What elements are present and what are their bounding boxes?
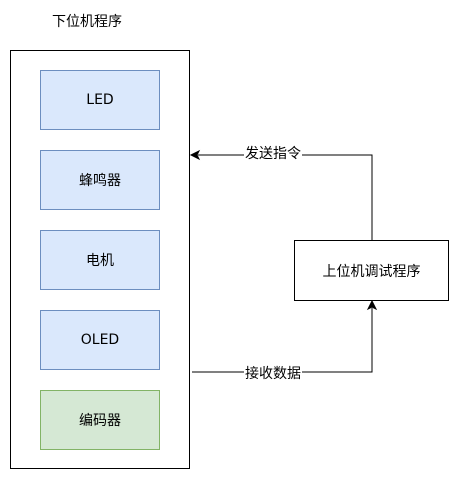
send-command-edge (198, 154, 373, 240)
module-led: LED (40, 70, 160, 130)
receive-data-label: 接收数据 (244, 366, 302, 382)
send-command-arrowhead (189, 149, 201, 161)
receive-data-edge (192, 308, 373, 373)
send-command-label: 发送指令 (244, 146, 302, 162)
diagram-title: 下位机程序 (52, 14, 122, 30)
module-encoder: 编码器 (40, 390, 160, 450)
module-oled: OLED (40, 310, 160, 370)
host-debug-program-box: 上位机调试程序 (294, 240, 449, 301)
receive-data-arrowhead (366, 299, 378, 311)
module-motor: 电机 (40, 230, 160, 290)
module-buzzer: 蜂鸣器 (40, 150, 160, 210)
